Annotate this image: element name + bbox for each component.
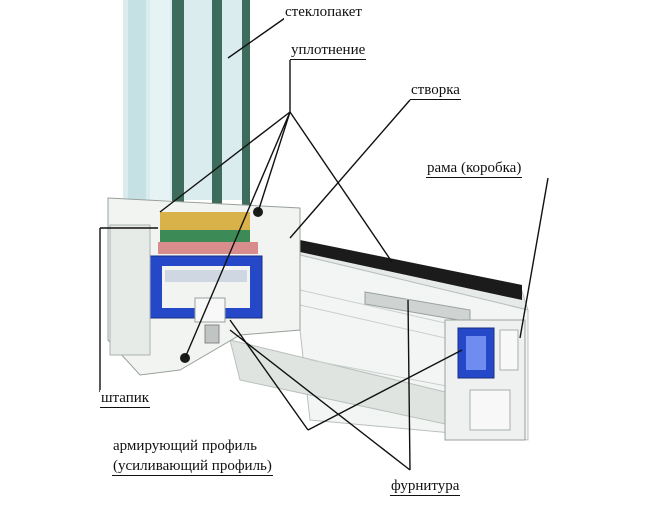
label-glazing-bead: штапик xyxy=(100,390,151,408)
label-sash: створка xyxy=(410,82,461,100)
sash-gasket-strip xyxy=(300,240,522,300)
label-reinforcing-profile: армирующий профиль xyxy=(112,438,258,455)
label-frame: рама (коробка) xyxy=(426,160,523,178)
glass-unit xyxy=(123,0,250,205)
label-reinforcing-profile-alt: (усиливающий профиль) xyxy=(112,458,273,476)
label-seal: уплотнение xyxy=(290,42,367,60)
label-glass-unit: стеклопакет xyxy=(284,4,363,21)
leader-lines xyxy=(99,17,549,471)
label-hardware: фурнитура xyxy=(390,478,461,496)
sash-section-front xyxy=(107,197,301,376)
frame-section-right xyxy=(444,319,526,441)
